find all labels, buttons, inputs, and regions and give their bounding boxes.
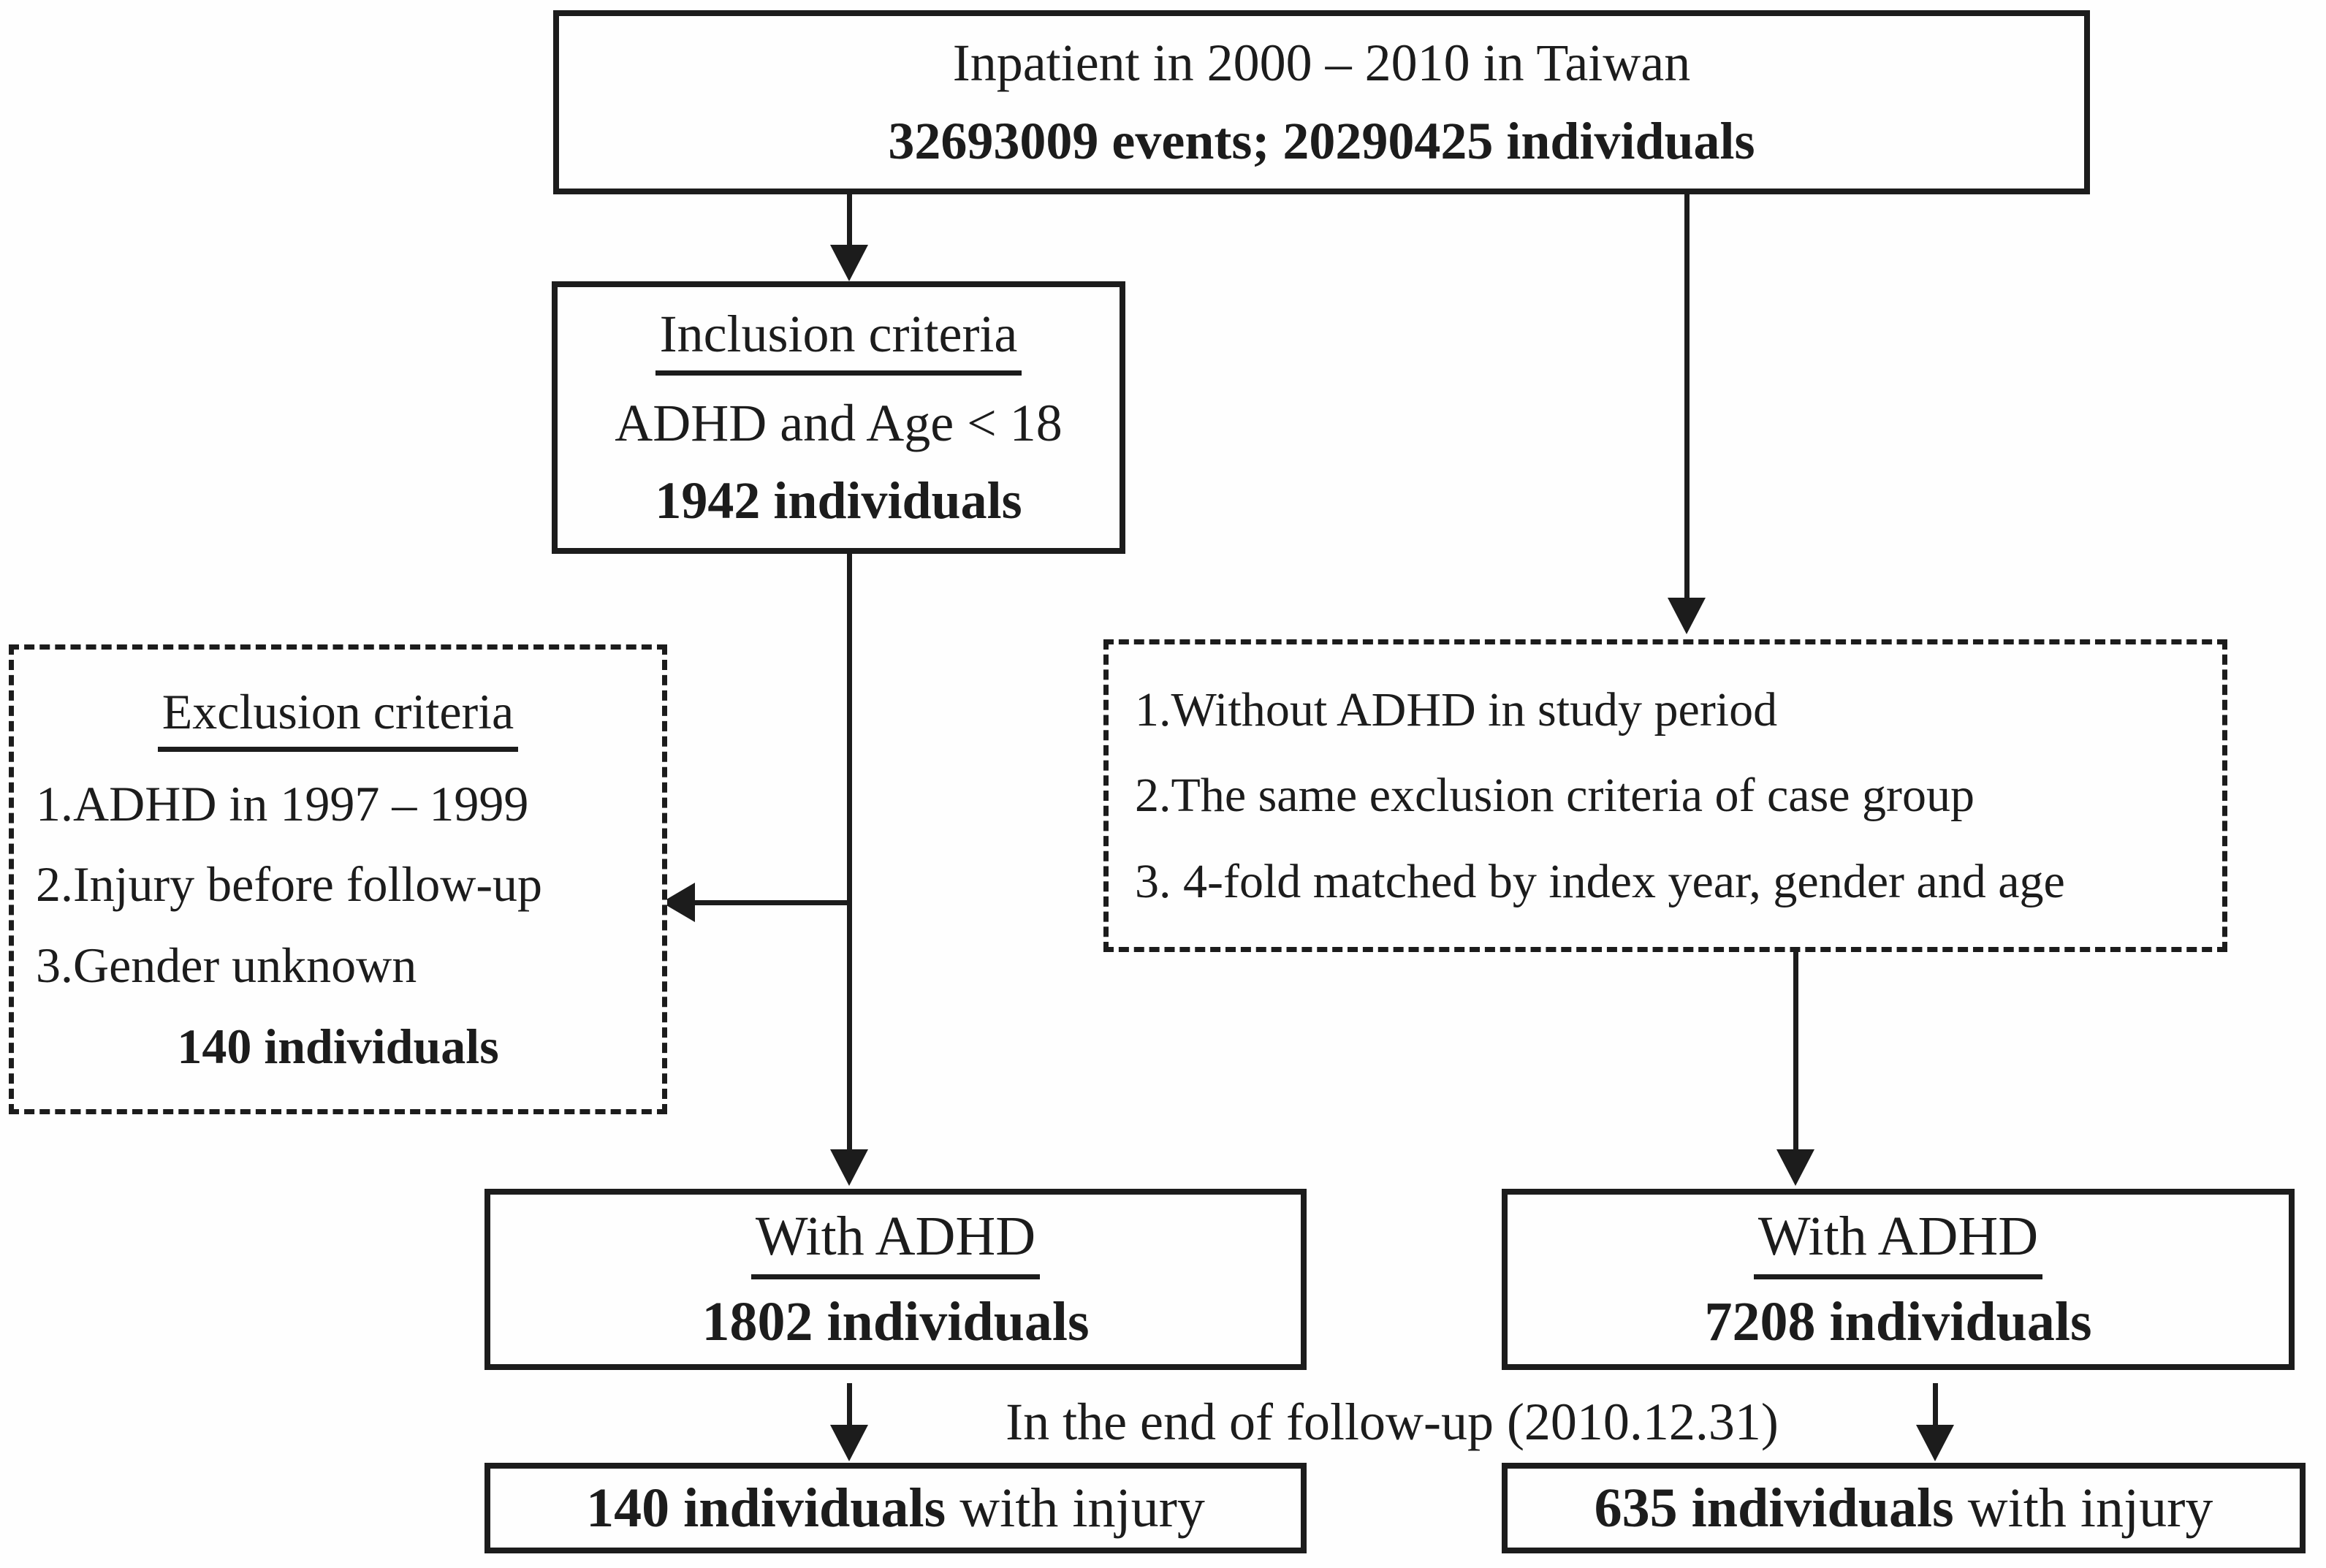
case-group-title: With ADHD <box>750 1205 1041 1280</box>
control-outcome-box: 635 individuals with injury <box>1502 1463 2306 1553</box>
control-outcome-suffix: with injury <box>1953 1477 2213 1539</box>
control-criteria-item-2: 2.The same exclusion criteria of case gr… <box>1135 769 1975 822</box>
exclusion-criteria-title: Exclusion criteria <box>157 683 519 752</box>
arrow-top-to-inclusion <box>830 193 868 281</box>
arrow-shaft <box>1793 951 1798 1149</box>
control-criteria-box: 1.Without ADHD in study period 2.The sam… <box>1103 639 2227 952</box>
arrow-control-criteria-to-control-group <box>1776 951 1814 1186</box>
arrow-down-head <box>1916 1425 1954 1461</box>
inclusion-criteria-title: Inclusion criteria <box>655 304 1022 376</box>
arrow-shaft <box>695 899 851 905</box>
arrow-branch-to-exclusion <box>661 883 851 922</box>
followup-end-note: In the end of follow-up (2010.12.31) <box>1006 1393 1779 1451</box>
arrow-shaft <box>846 1383 852 1425</box>
case-outcome-text: 140 individuals with injury <box>586 1477 1205 1540</box>
case-outcome-suffix: with injury <box>946 1477 1205 1539</box>
arrow-down-head <box>830 1149 868 1186</box>
arrow-shaft <box>846 552 852 1149</box>
control-outcome-text: 635 individuals with injury <box>1595 1477 2213 1540</box>
inclusion-criteria-box: Inclusion criteria ADHD and Age < 18 194… <box>552 281 1125 554</box>
exclusion-item-3: 3.Gender unknown <box>36 937 417 994</box>
exclusion-criteria-box: Exclusion criteria 1.ADHD in 1997 – 1999… <box>9 644 667 1114</box>
control-group-count: 7208 individuals <box>1704 1290 2092 1352</box>
case-outcome-box: 140 individuals with injury <box>484 1463 1307 1553</box>
case-group-count: 1802 individuals <box>702 1290 1090 1352</box>
arrow-top-to-control <box>1668 193 1706 634</box>
arrow-control-group-to-outcome <box>1916 1383 1954 1461</box>
case-group-box: With ADHD 1802 individuals <box>484 1189 1307 1370</box>
arrow-down-head <box>1668 598 1706 634</box>
inpatient-population-counts: 32693009 events; 20290425 individuals <box>888 111 1755 170</box>
exclusion-item-2: 2.Injury before follow-up <box>36 856 543 913</box>
inpatient-population-box: Inpatient in 2000 – 2010 in Taiwan 32693… <box>553 10 2090 194</box>
control-group-title: With ADHD <box>1753 1205 2043 1280</box>
control-outcome-count: 635 individuals <box>1594 1477 1954 1539</box>
arrow-shaft <box>846 193 852 245</box>
arrow-case-group-to-outcome <box>830 1383 868 1461</box>
exclusion-item-1: 1.ADHD in 1997 – 1999 <box>36 775 529 831</box>
exclusion-count: 140 individuals <box>177 1019 499 1075</box>
inpatient-population-title: Inpatient in 2000 – 2010 in Taiwan <box>952 34 1691 93</box>
arrow-down-head <box>1776 1149 1814 1186</box>
inclusion-criteria-rule: ADHD and Age < 18 <box>615 393 1063 452</box>
control-group-box: With ADHD 7208 individuals <box>1502 1189 2295 1370</box>
arrow-shaft <box>1684 193 1690 598</box>
inclusion-criteria-count: 1942 individuals <box>655 471 1022 530</box>
arrow-inclusion-to-case-group <box>830 552 868 1186</box>
control-criteria-item-1: 1.Without ADHD in study period <box>1135 682 1778 737</box>
case-outcome-count: 140 individuals <box>586 1477 946 1539</box>
arrow-shaft <box>1932 1383 1938 1425</box>
control-criteria-item-3: 3. 4-fold matched by index year, gender … <box>1135 854 2065 908</box>
arrow-down-head <box>830 1425 868 1461</box>
arrow-down-head <box>830 245 868 281</box>
